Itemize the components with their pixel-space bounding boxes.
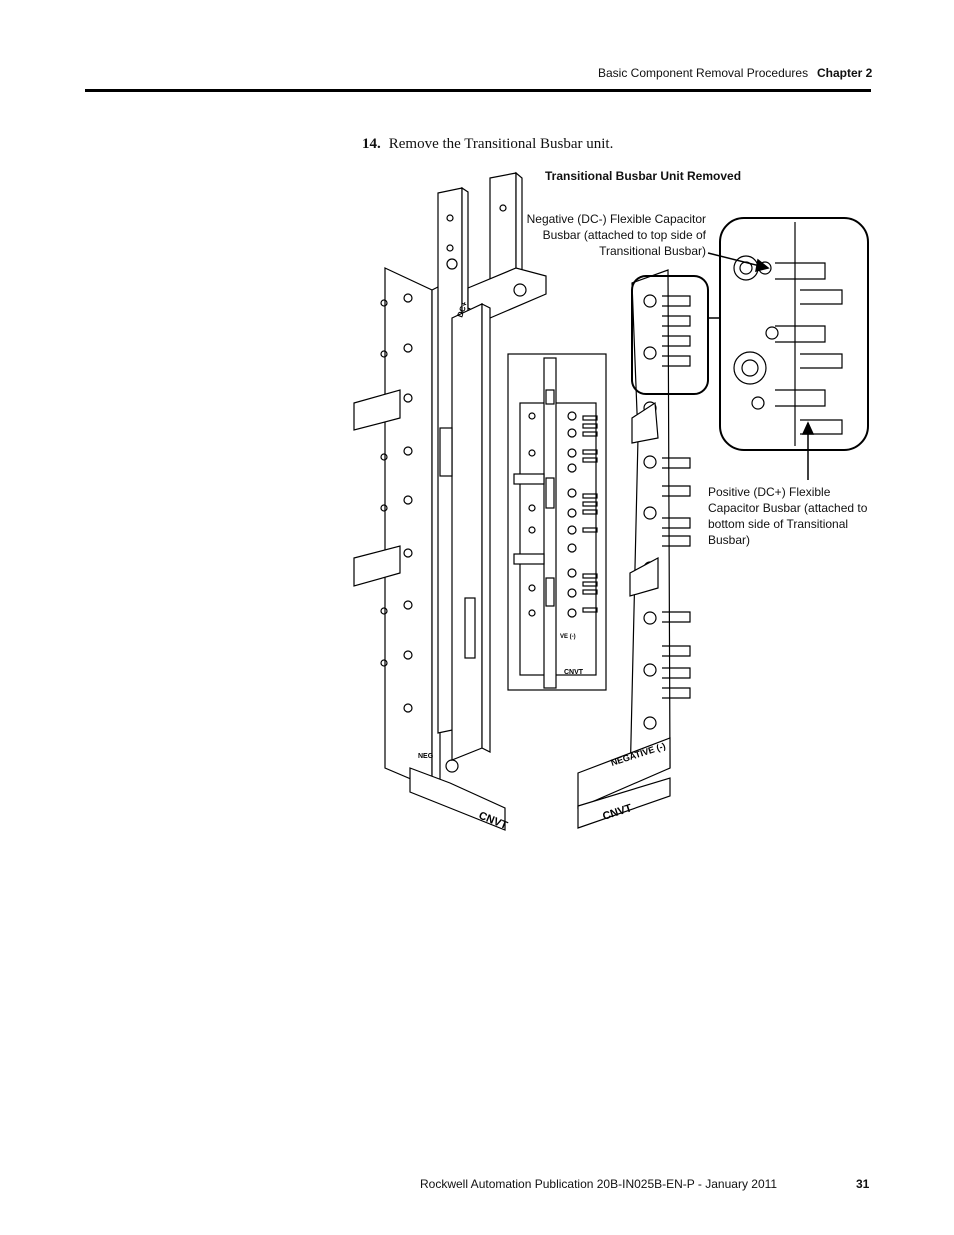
magnified-detail-view [719, 217, 869, 451]
figure-title: Transitional Busbar Unit Removed [545, 169, 742, 183]
footer-page-number: 31 [856, 1177, 870, 1191]
header-chapter-label: Chapter 2 [817, 66, 873, 80]
neg-short-label: NEG [418, 753, 434, 760]
header-rule [85, 89, 871, 92]
footer-publication: Rockwell Automation Publication 20B-IN02… [420, 1177, 778, 1191]
detail-highlight-box [631, 275, 709, 395]
step-text: Remove the Transitional Busbar unit. [388, 136, 614, 152]
transitional-busbar-illustration: DC+ NEG CNVT VE [353, 171, 869, 832]
left-busbar-assembly: DC+ NEG CNVT [353, 171, 547, 832]
step-instruction: 14. Remove the Transitional Busbar unit. [362, 136, 613, 153]
callout-arrows [707, 252, 815, 480]
callout-negative-busbar: Negative (DC-) Flexible Capacitor Busbar… [526, 212, 706, 258]
step-number: 14. [362, 136, 381, 152]
inset-cnvt-label: CNVT [564, 669, 584, 676]
inset-flat-view: VE (-) CNVT [507, 353, 607, 691]
inset-ve-label: VE (-) [560, 634, 576, 640]
inset-terminals [528, 411, 598, 618]
back-plate-bolts [380, 204, 527, 773]
header-section-title: Basic Component Removal Procedures [598, 66, 809, 80]
callout-positive-busbar: Positive (DC+) Flexible Capacitor Busbar… [708, 485, 868, 547]
right-plate-terminals [629, 294, 691, 730]
